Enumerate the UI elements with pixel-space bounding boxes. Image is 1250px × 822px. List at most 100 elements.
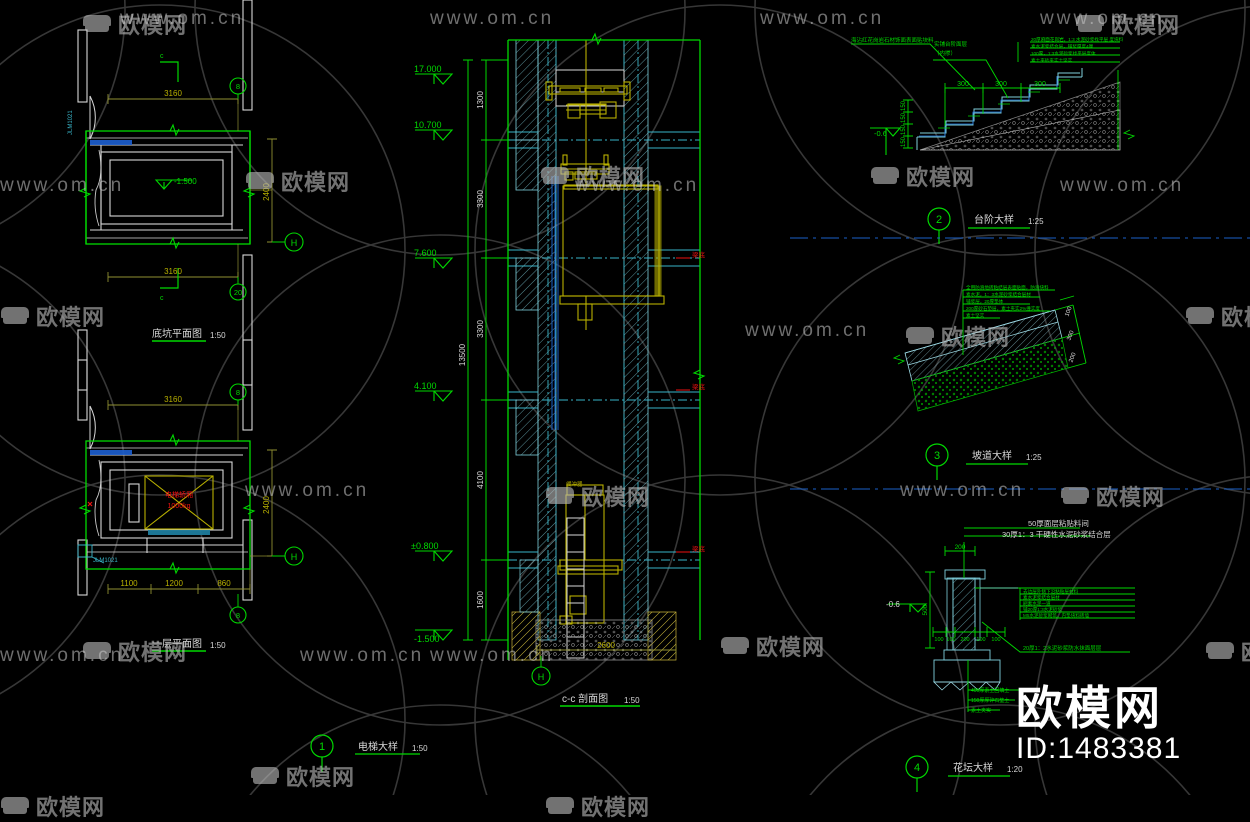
first-floor-grid-bubbles [229, 383, 304, 624]
step-dim-150a: 150 [901, 100, 907, 111]
ramp-dim-200: 200 [1069, 351, 1078, 363]
detail-3-number: 3 [934, 450, 940, 462]
first-floor-dim-bottom [107, 584, 251, 594]
drawing-pit-plan [77, 0, 304, 391]
step-dim-150d: 150 [901, 136, 907, 147]
pit-dim-right-2400: 2400 [262, 183, 271, 201]
detail-4-scale: 1:20 [1007, 765, 1023, 774]
ff-grid-label-8-bottom: 8 [236, 611, 240, 620]
bench-logo-icon [0, 796, 30, 816]
step-note-right-2: 素水泥浆结合层，铺浆厚度4厘 [1031, 43, 1094, 50]
planter-note-mid: 20厚1：2水泥砂浆防水抹面层层 [1023, 644, 1102, 652]
ff-dim-top-3160: 3160 [164, 395, 182, 404]
section-green-outline [507, 39, 701, 660]
section-elev-17000: 17.000 [414, 64, 442, 74]
planter-note-right-2: 素水泥浆结合层材 [1023, 594, 1060, 601]
planter-dims [925, 546, 1006, 649]
step-note-mid-1: 实铺台阶面层 [934, 40, 968, 48]
pit-dim-bottom-3160: 3160 [164, 267, 182, 276]
section-elev-10700: 10.700 [414, 120, 442, 130]
planter-dim-b4: 100 [976, 637, 985, 643]
planter-note-right-5: M5水泥砂浆砌筑，内垫块料砖墙 [1023, 612, 1090, 619]
planter-dim-500: 500 [922, 604, 929, 615]
planter-note-right-4: 铺20厚1:3水泥砂浆 [1023, 606, 1062, 613]
ff-dim-right-2400: 2400 [262, 496, 271, 514]
section-dim-total-13500: 13500 [458, 343, 467, 366]
drawing-first-floor-plan [77, 339, 420, 772]
ramp-note-4: 200厚砂石垫层，素土夹实2%撞实度 [966, 305, 1040, 312]
ff-dim-1200: 1200 [165, 579, 183, 588]
planter-note-bottom-3: 素土夹实 [971, 707, 991, 714]
section-dim-2600: 2600 [597, 641, 615, 650]
first-floor-plan-title: 一层平面图 [152, 638, 202, 650]
pit-section-mark-c-bottom: c [160, 295, 164, 302]
planter-note-bottom-1: 400厚素土回填土 [971, 687, 1009, 694]
detail-2-scale: 1:25 [1028, 217, 1044, 226]
ramp-end-dims [1054, 295, 1087, 369]
step-note-right-3: 100厚，1:3水泥砂浆找平层度体 [1031, 50, 1096, 57]
planter-dim-b2: 100 [946, 637, 955, 643]
planter-dim-b5: 100 [991, 637, 1000, 643]
ff-note-capacity: 1000kg [168, 503, 191, 510]
section-dim-chain [463, 59, 508, 641]
detail-3-scale: 1:25 [1026, 453, 1042, 462]
step-dim-150c: 150 [901, 124, 907, 135]
pit-plan-scale: 1:50 [210, 331, 226, 340]
section-cc-scale: 1:50 [624, 696, 640, 705]
cad-text-layer: 3160 3160 2400 c c 8 20 H -1.500 JLM1021… [68, 36, 1124, 774]
pit-plan-green-outline [85, 130, 251, 245]
section-grid-label-H: H [538, 672, 545, 682]
section-dim-4100: 4100 [476, 471, 485, 489]
drawing-section-cc [415, 32, 706, 707]
detail-4-number: 4 [914, 762, 920, 774]
hoist-machinery [545, 81, 631, 119]
section-elev-7600: 7.600 [414, 248, 437, 258]
section-red-note-1: 梁底 [692, 250, 706, 259]
step-dim-300a: 300 [957, 81, 969, 88]
section-dim-bottom [536, 645, 677, 655]
section-dim-1300: 1300 [476, 91, 485, 109]
pit-plan-grid-bubbles [229, 77, 304, 301]
first-floor-plan-scale: 1:50 [210, 641, 226, 650]
pit-section-mark-c-top: c [160, 53, 164, 60]
ramp-note-3: 铺浆层，20厚垫体 [966, 298, 1004, 305]
ff-note-car: 电梯轿厢 [165, 490, 193, 499]
section-cc-title: c-c 剖面图 [562, 692, 608, 705]
step-dim-left [903, 99, 913, 149]
ramp-note-2: 素水泥，1：3水泥砂浆结合层材 [966, 291, 1031, 298]
ff-dim-1100: 1100 [120, 579, 138, 588]
ff-door-tag: JLM1021 [93, 558, 118, 564]
section-elev-4100: 4.100 [414, 381, 437, 391]
section-dim-1600: 1600 [476, 591, 485, 609]
section-dim-3300a: 3300 [476, 190, 485, 208]
planter-dim-b3: 200 [960, 637, 969, 643]
ramp-dim-300: 300 [1067, 329, 1076, 341]
ff-dim-860: 860 [217, 579, 231, 588]
planter-note-bottom-2: 150厚厚碎石垫土 [971, 697, 1009, 704]
step-note-right-1: 20厚麻面花岗岩，1:3 水泥砂浆找平层 度块料 [1031, 36, 1124, 43]
detail-1-scale: 1:50 [412, 744, 428, 753]
elevator-car-section [559, 40, 665, 330]
pit-grid-label-8-top: 8 [236, 82, 240, 91]
background-arc-decor [0, 0, 1250, 795]
step-dim-300b: 300 [995, 81, 1007, 88]
section-red-note-3: 梁底 [692, 544, 706, 553]
drawing-planter-detail [888, 527, 1135, 792]
bench-logo-icon [545, 796, 575, 816]
elevator-car [144, 475, 214, 530]
step-elevation-symbol [870, 127, 902, 155]
pit-grid-label-H: H [291, 238, 298, 248]
pit-plan-title: 底坑平面图 [152, 327, 202, 340]
planter-dim-200: 200 [955, 544, 966, 551]
planter-note-right-3: 刷素水泥一道 [1023, 600, 1051, 607]
ramp-dim-100: 100 [1065, 305, 1074, 317]
step-dim-150b: 150 [901, 112, 907, 123]
planter-note-top-2: 30厚1：3 干硬性水泥砂浆结合层 [1002, 529, 1111, 539]
section-elev-0800: ±0.800 [411, 541, 438, 551]
step-note-left: 海沾红花岗岩石材饰面表面贴块料 [851, 36, 934, 44]
planter-note-top-1: 50厚面层粘贴料间 [1028, 518, 1089, 528]
section-level-symbols [415, 73, 454, 641]
planter-note-right-1: 去边层外侧下沿粘贴层材料 [1023, 588, 1079, 595]
ff-grid-label-H: H [291, 552, 298, 562]
